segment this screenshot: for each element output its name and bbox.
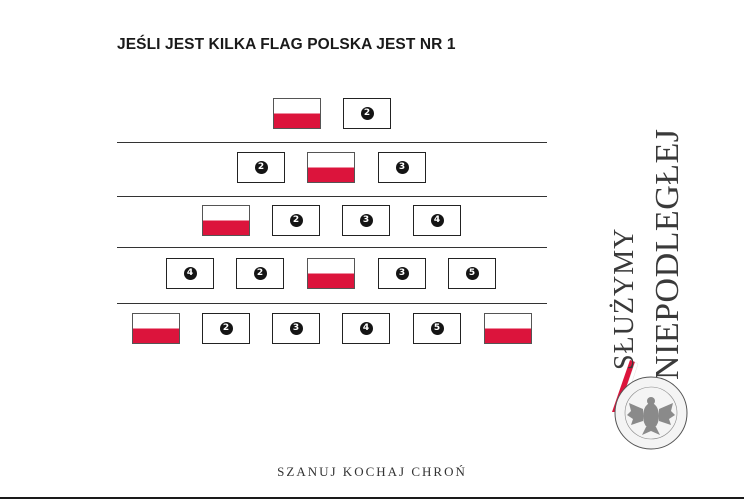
bottom-rule: [0, 497, 744, 499]
row-divider: [117, 303, 547, 304]
row-divider: [117, 247, 547, 248]
position-number: 2: [254, 161, 268, 174]
row-divider: [117, 142, 547, 143]
seal-emblem: [614, 376, 688, 450]
position-number: 2: [219, 322, 233, 335]
position-number: 2: [360, 107, 374, 120]
logo-text-line2: NIEPODLEGŁEJ: [649, 128, 686, 380]
poland-flag: [273, 98, 321, 129]
sluzymy-niepodleglej-logo: SŁUŻYMY NIEPODLEGŁEJ: [609, 128, 688, 450]
flag-position-box: 2: [202, 313, 250, 344]
row-divider: [117, 196, 547, 197]
page-title: JEŚLI JEST KILKA FLAG POLSKA JEST NR 1: [117, 36, 456, 53]
poland-flag: [307, 152, 355, 183]
flag-position-box: 2: [236, 258, 284, 289]
poland-flag: [484, 313, 532, 344]
poland-flag: [202, 205, 250, 236]
position-number: 3: [395, 267, 409, 280]
poland-flag: [132, 313, 180, 344]
position-number: 4: [359, 322, 373, 335]
flag-position-box: 4: [413, 205, 461, 236]
position-number: 3: [395, 161, 409, 174]
flag-position-box: 3: [272, 313, 320, 344]
position-number: 5: [430, 322, 444, 335]
position-number: 3: [359, 214, 373, 227]
flag-position-box: 2: [237, 152, 285, 183]
flag-position-box: 3: [378, 258, 426, 289]
flag-position-box: 4: [342, 313, 390, 344]
flag-position-box: 4: [166, 258, 214, 289]
position-number: 4: [430, 214, 444, 227]
position-number: 5: [465, 267, 479, 280]
flag-position-box: 3: [342, 205, 390, 236]
eagle-icon: [627, 397, 675, 435]
position-number: 2: [289, 214, 303, 227]
flag-position-box: 5: [448, 258, 496, 289]
position-number: 2: [253, 267, 267, 280]
flag-position-box: 2: [272, 205, 320, 236]
logo-text-line1: SŁUŻYMY: [609, 228, 640, 370]
flag-position-box: 2: [343, 98, 391, 129]
position-number: 4: [183, 267, 197, 280]
position-number: 3: [289, 322, 303, 335]
flag-position-box: 3: [378, 152, 426, 183]
flag-position-box: 5: [413, 313, 461, 344]
poland-flag: [307, 258, 355, 289]
footer-motto: SZANUJ KOCHAJ CHROŃ: [277, 464, 467, 479]
